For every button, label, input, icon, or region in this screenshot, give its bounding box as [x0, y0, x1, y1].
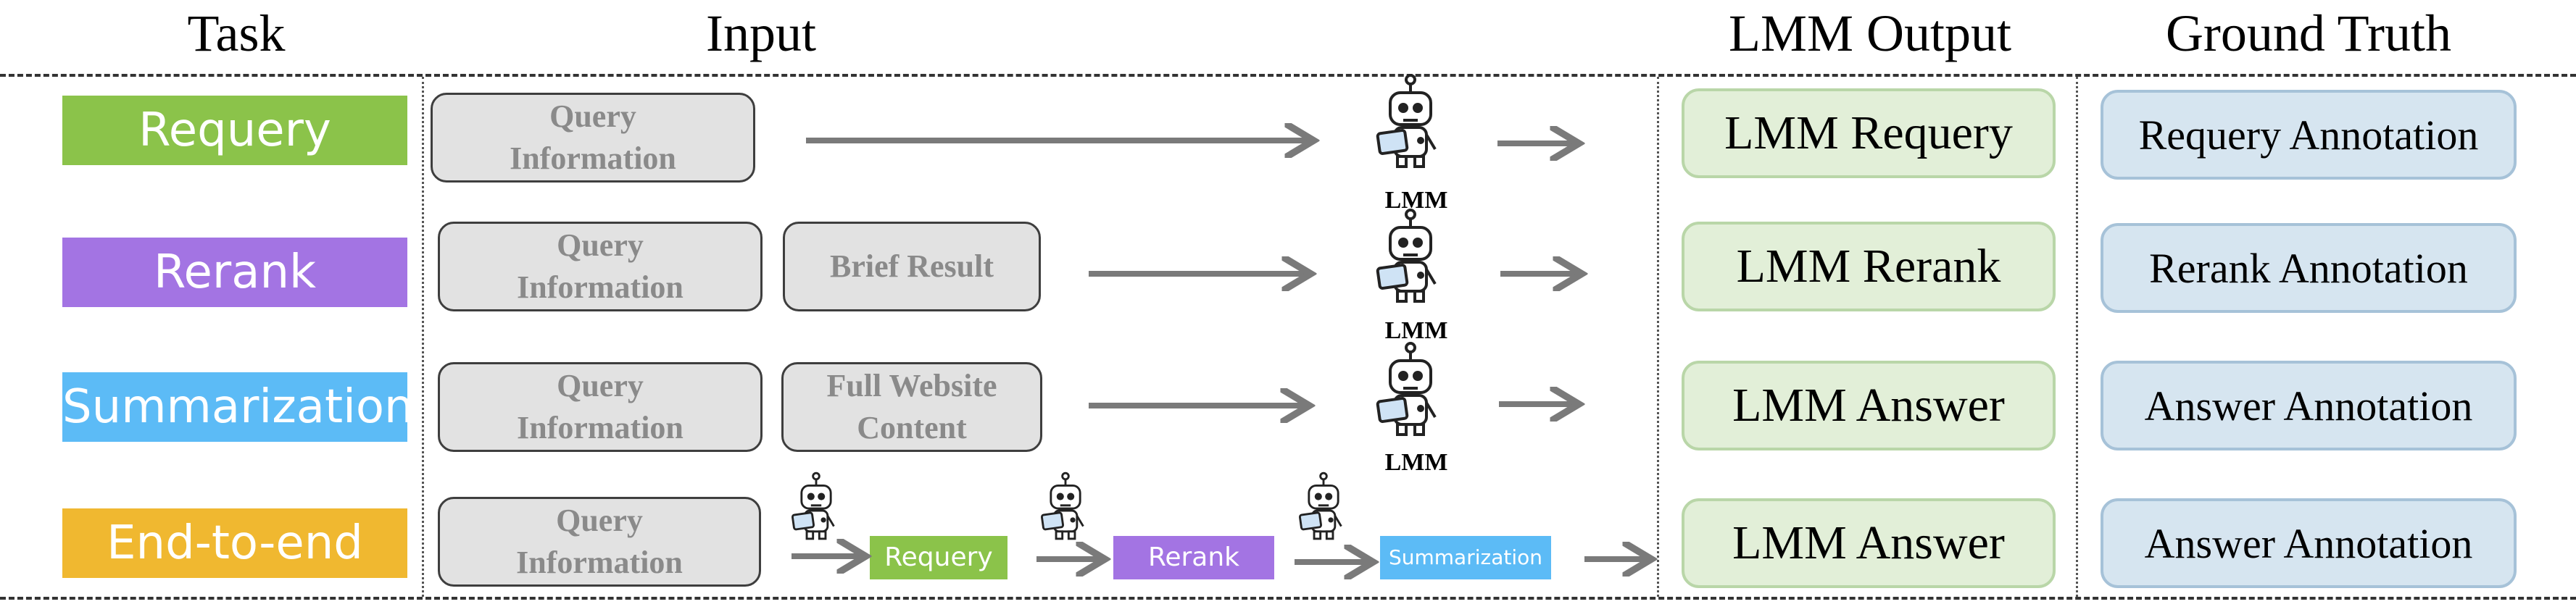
- query-information-box: Query Information: [431, 93, 755, 183]
- robot-icon: [1376, 342, 1437, 436]
- robot-icon: [791, 471, 835, 540]
- query-information-box: Query Information: [438, 497, 761, 587]
- output-column-divider: [1657, 77, 1659, 597]
- header-task: Task: [187, 4, 286, 62]
- robot-icon: [1298, 471, 1342, 540]
- task-column-divider: [422, 77, 424, 597]
- truth-rerank-annotation: Rerank Annotation: [2101, 223, 2517, 313]
- header-divider: [0, 74, 2576, 77]
- truth-answer-annotation: Answer Annotation: [2101, 361, 2517, 450]
- header-lmm-output: LMM Output: [1728, 4, 2012, 62]
- pipeline-rerank: Rerank: [1113, 536, 1274, 579]
- bottom-divider: [0, 597, 2576, 600]
- output-lmm-rerank: LMM Rerank: [1682, 222, 2056, 311]
- query-information-box: Query Information: [438, 222, 763, 311]
- brief-result-box: Brief Result: [783, 222, 1041, 311]
- task-requery: Requery: [62, 96, 407, 165]
- pipeline-summarization: Summarization: [1380, 536, 1551, 579]
- task-end-to-end: End-to-end: [62, 508, 407, 578]
- full-website-content-box: Full Website Content: [781, 362, 1042, 452]
- truth-column-divider: [2076, 77, 2078, 597]
- task-summarization: Summarization: [62, 372, 414, 442]
- task-rerank: Rerank: [62, 238, 407, 307]
- lmm-label: LMM: [1384, 187, 1448, 214]
- output-lmm-answer: LMM Answer: [1682, 498, 2056, 588]
- lmm-label: LMM: [1384, 449, 1448, 476]
- truth-answer-annotation: Answer Annotation: [2101, 498, 2517, 588]
- robot-icon: [1376, 74, 1437, 168]
- lmm-label: LMM: [1384, 317, 1448, 344]
- output-lmm-requery: LMM Requery: [1682, 88, 2056, 178]
- header-input: Input: [706, 4, 816, 62]
- truth-requery-annotation: Requery Annotation: [2101, 90, 2517, 180]
- robot-icon: [1376, 209, 1437, 303]
- output-lmm-answer: LMM Answer: [1682, 361, 2056, 450]
- robot-icon: [1040, 471, 1084, 540]
- query-information-box: Query Information: [438, 362, 763, 452]
- header-ground-truth: Ground Truth: [2165, 4, 2452, 62]
- pipeline-requery: Requery: [870, 536, 1007, 579]
